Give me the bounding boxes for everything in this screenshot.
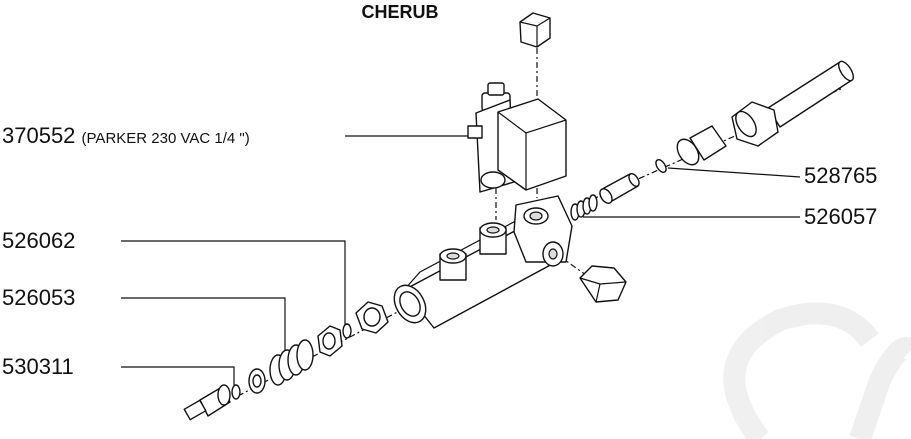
hex-nut <box>317 301 389 357</box>
callout-detail: (PARKER 230 VAC 1/4 ") <box>81 130 250 147</box>
callout-526053: 526053 <box>2 287 75 309</box>
solenoid-valve <box>467 82 567 193</box>
callout-number: 526053 <box>2 285 76 310</box>
leader-lines <box>121 135 801 385</box>
callout-number: 530311 <box>2 354 74 379</box>
pipe-and-coupling <box>655 60 855 173</box>
diagram-title: CHERUB <box>361 2 439 22</box>
spring-526057 <box>570 194 598 221</box>
callout-number: 370552 <box>2 123 76 148</box>
watermark <box>723 302 911 439</box>
callout-370552: 370552 (PARKER 230 VAC 1/4 ") <box>2 125 250 147</box>
fitting-530311 <box>183 368 266 421</box>
tee-body <box>393 195 573 329</box>
callout-528765: 528765 <box>804 165 877 187</box>
cap-nut-right <box>579 265 627 303</box>
callout-526062: 526062 <box>2 230 75 252</box>
leader-530311 <box>121 366 235 385</box>
leader-528765 <box>667 167 801 178</box>
callout-526057: 526057 <box>804 206 877 228</box>
callout-530311: 530311 <box>2 356 74 378</box>
leader-526062 <box>121 240 346 326</box>
leader-526053 <box>121 297 286 350</box>
cap-nut-top <box>519 12 551 48</box>
spring-526053 <box>269 339 314 386</box>
callout-number: 526057 <box>804 204 878 229</box>
callout-number: 528765 <box>804 163 878 188</box>
callout-number: 526062 <box>2 228 76 253</box>
fitting-528765 <box>599 173 640 204</box>
